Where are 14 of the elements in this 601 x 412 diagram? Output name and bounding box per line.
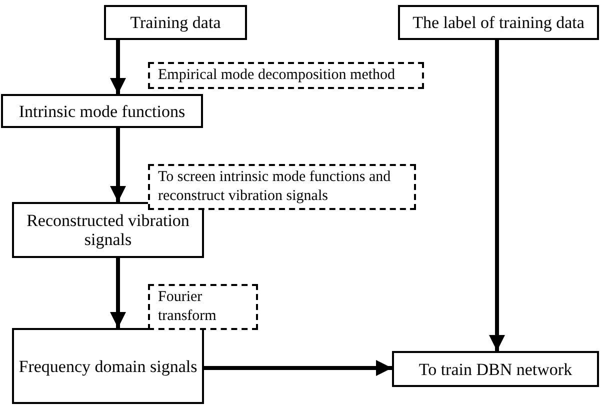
process-box: The label of training data [398,5,599,40]
edge-label: Fourier transform [148,284,258,330]
process-box: Training data [104,5,247,40]
process-box: Reconstructed vibration signals [12,202,204,258]
process-box: To train DBN network [392,351,599,387]
process-box: Frequency domain signals [12,328,204,404]
edge-label: Empirical mode decomposition method [148,62,424,89]
process-box: Intrinsic mode functions [1,94,203,128]
arrow [110,128,126,202]
arrow [110,258,126,328]
edge-label: To screen intrinsic mode functions and reconstruct vibration signals [148,164,416,210]
arrow [204,360,392,376]
arrow [110,40,126,94]
arrow [489,40,505,351]
